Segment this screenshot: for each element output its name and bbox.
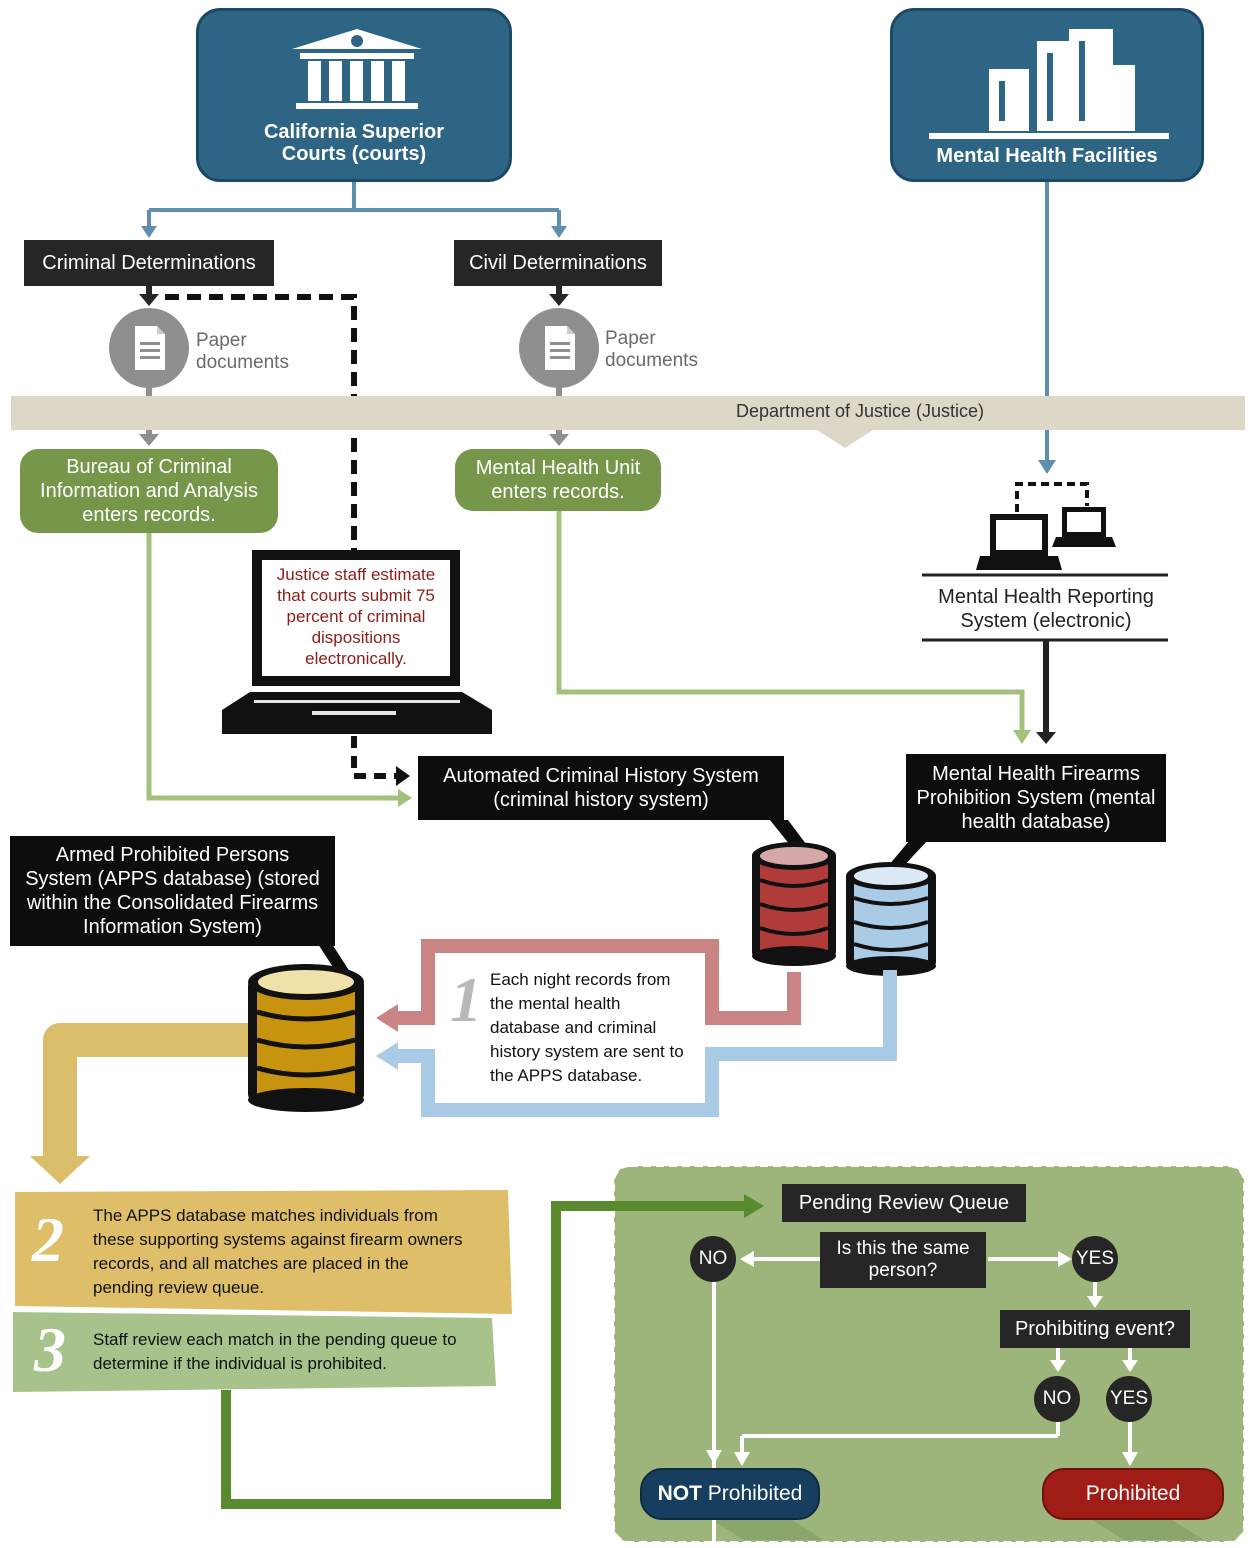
prohibiting-event-question: Prohibiting event? bbox=[1000, 1310, 1190, 1348]
mhu-to-mhfps-line bbox=[556, 510, 1025, 732]
doj-band-pointer bbox=[814, 428, 876, 448]
laptop-icon bbox=[222, 550, 492, 734]
arrowhead-mhu bbox=[549, 434, 569, 446]
prohibited-outcome: Prohibited bbox=[1042, 1468, 1224, 1520]
mhrs-dashed-link bbox=[1015, 482, 1089, 512]
step3-number: 3 bbox=[34, 1314, 66, 1385]
mental-health-database-icon bbox=[846, 862, 936, 976]
arrowhead-achs-dashed bbox=[396, 766, 410, 786]
mhu-label: Mental Health Unit enters records. bbox=[475, 457, 641, 503]
courthouse-icon bbox=[292, 29, 422, 109]
not-prohibited-outcome: NOT Prohibited bbox=[640, 1468, 820, 1520]
achs-label: Automated Criminal History System (crimi… bbox=[443, 765, 759, 811]
bcia-label: Bureau of Criminal Information and Analy… bbox=[40, 456, 258, 526]
yes-circle-2: YES bbox=[1106, 1376, 1152, 1422]
arrowhead-paper-right bbox=[549, 294, 569, 306]
apps-box: Armed Prohibited Persons System (APPS da… bbox=[10, 836, 335, 946]
laptop-note: Justice staff estimate that courts submi… bbox=[276, 565, 436, 668]
step3-text: Staff review each match in the pending q… bbox=[93, 1330, 457, 1373]
step3-to-queue-line bbox=[221, 1201, 746, 1509]
arrowhead-step2 bbox=[30, 1156, 90, 1184]
paper-document-icon bbox=[109, 308, 189, 388]
laptop-to-achs-dashed-line bbox=[351, 736, 398, 779]
apps-to-step2-arrow bbox=[43, 1023, 248, 1160]
pending-review-queue: Pending Review Queue bbox=[782, 1184, 1026, 1222]
arrowhead-queue bbox=[744, 1194, 764, 1218]
bcia-box: Bureau of Criminal Information and Analy… bbox=[20, 449, 278, 533]
paper-documents-label-left: Paper documents bbox=[196, 330, 289, 373]
arrowhead-mhfps-black bbox=[1036, 732, 1056, 744]
buildings-icon bbox=[929, 29, 1169, 139]
criminal-history-database-icon bbox=[752, 842, 836, 966]
no-circle-1: NO bbox=[690, 1236, 736, 1282]
step3-banner bbox=[13, 1312, 496, 1392]
civil-determinations-label: Civil Determinations bbox=[469, 252, 647, 274]
apps-label: Armed Prohibited Persons System (APPS da… bbox=[25, 844, 320, 938]
mental-health-transfer-arrow bbox=[396, 970, 897, 1117]
arrowhead-mhfps-green bbox=[1013, 730, 1031, 744]
mhrs-label: Mental Health Reporting System (electron… bbox=[938, 586, 1154, 632]
arrowhead-mhrs bbox=[1038, 460, 1056, 474]
paper-document-icon bbox=[519, 308, 599, 388]
step1-text: Each night records from the mental healt… bbox=[490, 970, 684, 1085]
arrowhead-civil bbox=[551, 226, 567, 238]
step1-number: 1 bbox=[450, 964, 482, 1035]
doj-band-label: Department of Justice (Justice) bbox=[735, 401, 985, 421]
not-prohibited-rest: Prohibited bbox=[701, 1482, 803, 1505]
mhfps-box: Mental Health Firearms Prohibition Syste… bbox=[906, 754, 1166, 842]
electronic-dashed-line bbox=[165, 294, 357, 550]
mhfps-label: Mental Health Firearms Prohibition Syste… bbox=[916, 763, 1156, 833]
arrowhead-mh-transfer bbox=[376, 1042, 398, 1070]
arrowhead-criminal-transfer bbox=[376, 1004, 398, 1032]
mhf-label: Mental Health Facilities bbox=[936, 145, 1158, 167]
courts-box: California Superior Courts (courts) bbox=[196, 8, 512, 182]
mental-health-unit-box: Mental Health Unit enters records. bbox=[455, 449, 661, 511]
arrowhead-bcia bbox=[139, 434, 159, 446]
apps-database-icon bbox=[248, 964, 364, 1112]
step2-text: The APPS database matches individuals fr… bbox=[93, 1206, 463, 1297]
criminal-determinations-label: Criminal Determinations bbox=[42, 252, 256, 274]
civil-determinations-box: Civil Determinations bbox=[454, 240, 662, 286]
yes-circle-1: YES bbox=[1072, 1236, 1118, 1282]
arrowhead-criminal bbox=[141, 226, 157, 238]
decision-flow-lines bbox=[712, 1257, 1097, 1452]
paper-documents-label-right: Paper documents bbox=[605, 328, 698, 371]
same-person-question: Is this the same person? bbox=[820, 1232, 986, 1288]
achs-box: Automated Criminal History System (crimi… bbox=[418, 756, 784, 820]
mental-health-facilities-box: Mental Health Facilities bbox=[890, 8, 1204, 182]
not-prohibited-bold: NOT bbox=[657, 1482, 702, 1505]
criminal-determinations-box: Criminal Determinations bbox=[24, 240, 274, 286]
criminal-transfer-arrow bbox=[396, 939, 801, 1025]
step2-banner bbox=[15, 1190, 512, 1314]
desktop-computers-icon bbox=[976, 507, 1116, 570]
decision-arrowheads bbox=[706, 1251, 1138, 1466]
arrowhead-paper-left bbox=[139, 294, 159, 306]
department-of-justice-band bbox=[11, 396, 1245, 430]
bcia-to-achs-line bbox=[146, 532, 400, 801]
step2-number: 2 bbox=[32, 1204, 64, 1275]
courts-fork-connector bbox=[147, 182, 561, 228]
courts-label: California Superior Courts (courts) bbox=[263, 121, 445, 165]
arrowhead-achs-green bbox=[398, 789, 412, 807]
no-circle-2: NO bbox=[1034, 1376, 1080, 1422]
